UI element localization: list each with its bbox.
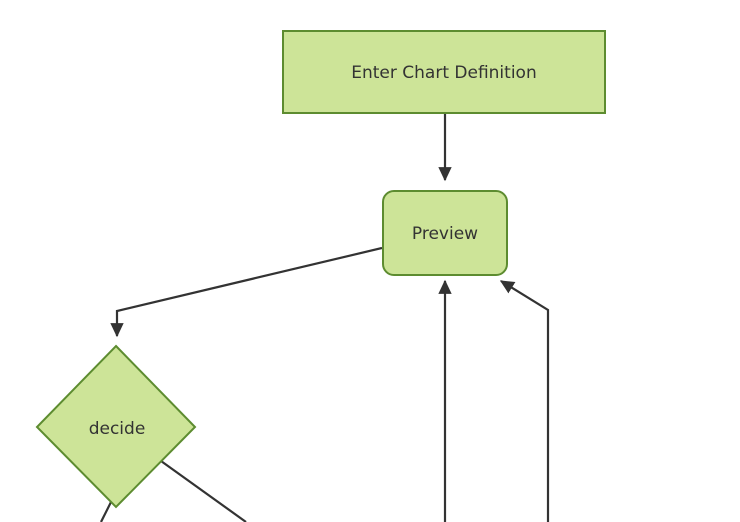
node-label-preview: Preview bbox=[412, 224, 478, 244]
edge-bottom-right-to-preview bbox=[499, 280, 550, 522]
node-label-enter-chart-definition: Enter Chart Definition bbox=[351, 63, 536, 83]
node-shape-rectangle[interactable] bbox=[282, 30, 606, 114]
edge-line bbox=[160, 460, 247, 522]
node-enter-chart-definition[interactable]: Enter Chart Definition bbox=[282, 30, 606, 114]
node-decide[interactable]: decide bbox=[35, 344, 197, 509]
edge-line bbox=[110, 246, 383, 338]
node-shape-rounded-rectangle[interactable] bbox=[382, 190, 508, 276]
node-label-decide: decide bbox=[89, 419, 146, 439]
edge-line bbox=[499, 280, 550, 522]
node-preview[interactable]: Preview bbox=[382, 190, 508, 276]
edge-decide-bottom-right bbox=[160, 460, 247, 522]
edge-line bbox=[100, 499, 113, 522]
node-shape-diamond[interactable] bbox=[35, 344, 197, 509]
edge-decide-bottom-left bbox=[100, 499, 113, 522]
edge-preview-to-decide bbox=[110, 246, 383, 338]
